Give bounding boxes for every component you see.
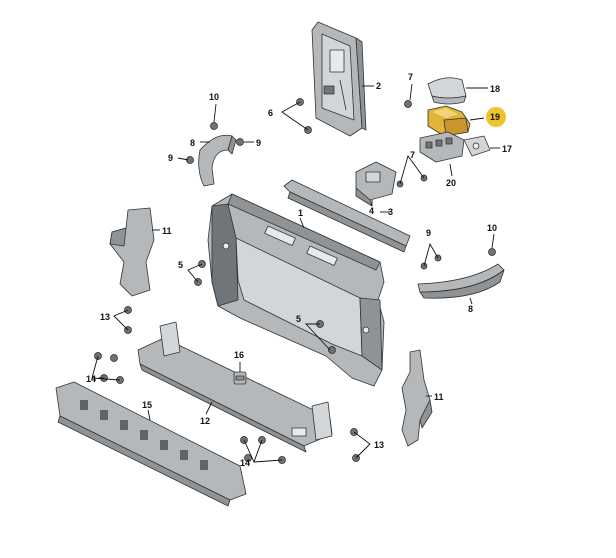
label-14a: 14 — [86, 374, 96, 384]
label-19: 19 — [490, 112, 500, 122]
label-20: 20 — [446, 178, 456, 188]
part-11-right-deflector — [401, 349, 433, 447]
label-7a: 7 — [408, 72, 413, 82]
label-11b: 11 — [434, 392, 444, 402]
part-18-cover — [427, 77, 467, 105]
label-5b: 5 — [296, 314, 301, 324]
leader-lines — [91, 83, 500, 463]
part-2-panel — [311, 21, 367, 137]
part-19-housing — [427, 105, 471, 137]
label-17: 17 — [502, 144, 512, 154]
label-14b: 14 — [240, 458, 250, 468]
part-15-absorber — [55, 381, 247, 507]
part-8-right-strip — [417, 263, 505, 299]
label-8a: 8 — [190, 138, 195, 148]
part-12-bumper-beam — [137, 321, 333, 453]
part-1-frame — [207, 193, 385, 387]
label-3: 3 — [388, 207, 393, 217]
bolts — [94, 98, 496, 464]
part-17-bracket — [463, 135, 491, 157]
label-11a: 11 — [162, 226, 172, 236]
label-4: 4 — [369, 206, 374, 216]
label-2: 2 — [376, 81, 381, 91]
label-8b: 8 — [468, 304, 473, 314]
label-6: 6 — [268, 108, 273, 118]
label-12: 12 — [200, 416, 210, 426]
label-16: 16 — [234, 350, 244, 360]
part-8-left-bracket — [198, 134, 237, 187]
label-9a: 9 — [256, 138, 261, 148]
label-15: 15 — [142, 400, 152, 410]
label-7b: 7 — [410, 150, 415, 160]
label-10a: 10 — [209, 92, 219, 102]
label-5a: 5 — [178, 260, 183, 270]
label-9c: 9 — [426, 228, 431, 238]
part-4-sensor — [355, 161, 397, 207]
label-9b: 9 — [168, 153, 173, 163]
part-16-clip — [233, 371, 247, 385]
label-13b: 13 — [374, 440, 384, 450]
part-11-left-deflector — [109, 207, 155, 297]
label-19-badge: 19 — [486, 107, 506, 127]
label-1: 1 — [298, 208, 303, 218]
label-10b: 10 — [487, 223, 497, 233]
callout-labels: 1 2 3 4 5 5 6 7 7 8 8 9 9 9 10 10 11 11 … — [86, 72, 512, 468]
part-3-rail — [283, 179, 411, 253]
label-13a: 13 — [100, 312, 110, 322]
label-18: 18 — [490, 84, 500, 94]
part-20-block — [419, 131, 465, 163]
